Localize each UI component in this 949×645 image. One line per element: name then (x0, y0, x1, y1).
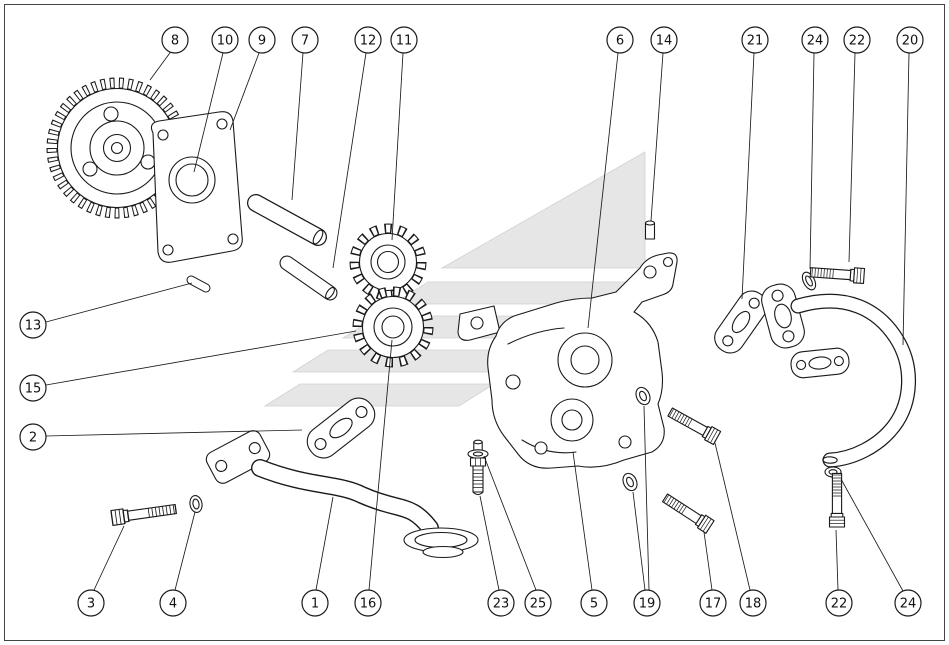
callout-23: 23 (487, 589, 515, 617)
part-bolt-18 (665, 404, 722, 446)
svg-text:22: 22 (849, 34, 866, 49)
part-washer-19-upper (635, 386, 651, 406)
svg-text:15: 15 (25, 382, 42, 397)
svg-text:9: 9 (258, 34, 266, 49)
part-washer-19-lower (622, 472, 638, 492)
callout-25: 25 (524, 589, 552, 617)
callout-14: 14 (650, 26, 678, 54)
callout-12: 12 (354, 26, 382, 54)
callout-15: 15 (19, 374, 47, 402)
part-pin-7 (247, 194, 327, 246)
leader-lines (45, 45, 910, 592)
part-oil-pipe (761, 283, 916, 468)
callout-24-top: 24 (801, 26, 829, 54)
callout-20: 20 (896, 26, 924, 54)
svg-text:6: 6 (616, 34, 624, 49)
part-bolt-3 (110, 500, 178, 527)
svg-text:10: 10 (217, 34, 234, 49)
callout-8: 8 (161, 26, 189, 54)
callout-7: 7 (291, 26, 319, 54)
part-gasket-2 (306, 397, 376, 459)
callouts: 8 10 9 7 12 11 6 14 21 24 22 20 13 15 2 … (19, 26, 924, 617)
svg-text:24: 24 (900, 597, 917, 612)
callout-6: 6 (606, 26, 634, 54)
svg-text:11: 11 (396, 34, 413, 49)
callout-18: 18 (739, 589, 767, 617)
svg-text:20: 20 (902, 34, 919, 49)
callout-22-top: 22 (843, 26, 871, 54)
svg-text:14: 14 (656, 34, 673, 49)
svg-text:3: 3 (87, 597, 95, 612)
svg-text:17: 17 (705, 597, 722, 612)
callout-24-bottom: 24 (894, 589, 922, 617)
svg-text:25: 25 (530, 597, 547, 612)
part-dowel-14 (644, 220, 656, 240)
part-suction-pipe (205, 430, 479, 559)
callout-17: 17 (699, 589, 727, 617)
svg-text:19: 19 (639, 597, 656, 612)
callout-16: 16 (354, 589, 382, 617)
part-gasket-21 (714, 290, 768, 354)
part-bolt-17 (660, 490, 715, 534)
part-washer-4 (189, 495, 203, 513)
callout-19: 19 (633, 589, 661, 617)
callout-3: 3 (77, 589, 105, 617)
callout-21: 21 (741, 26, 769, 54)
svg-text:16: 16 (360, 597, 377, 612)
callout-11: 11 (390, 26, 418, 54)
svg-text:8: 8 (171, 34, 179, 49)
callout-22-bottom: 22 (825, 589, 853, 617)
part-pump-cover-plate (150, 111, 243, 263)
svg-text:4: 4 (169, 597, 177, 612)
callout-9: 9 (248, 26, 276, 54)
svg-text:2: 2 (29, 431, 37, 446)
part-pin-13 (186, 275, 211, 293)
callout-5: 5 (580, 589, 608, 617)
callout-2: 2 (19, 423, 47, 451)
svg-text:5: 5 (590, 597, 598, 612)
svg-text:12: 12 (360, 34, 377, 49)
svg-text:24: 24 (807, 34, 824, 49)
callout-13: 13 (19, 311, 47, 339)
svg-text:21: 21 (747, 34, 764, 49)
border-frame (4, 4, 945, 641)
part-pin-12 (279, 255, 338, 301)
part-bolt-22-top (809, 264, 866, 285)
part-pump-gear-upper (349, 223, 427, 301)
svg-text:23: 23 (493, 597, 510, 612)
part-pump-body (457, 252, 678, 469)
svg-text:22: 22 (831, 597, 848, 612)
callout-10: 10 (211, 26, 239, 54)
callout-1: 1 (301, 589, 329, 617)
callout-4: 4 (159, 589, 187, 617)
svg-text:1: 1 (311, 597, 319, 612)
svg-text:13: 13 (25, 319, 42, 334)
part-pump-gear-lower (352, 286, 434, 368)
svg-text:18: 18 (745, 597, 762, 612)
part-fitting-23-25 (467, 439, 489, 496)
svg-text:7: 7 (301, 34, 309, 49)
